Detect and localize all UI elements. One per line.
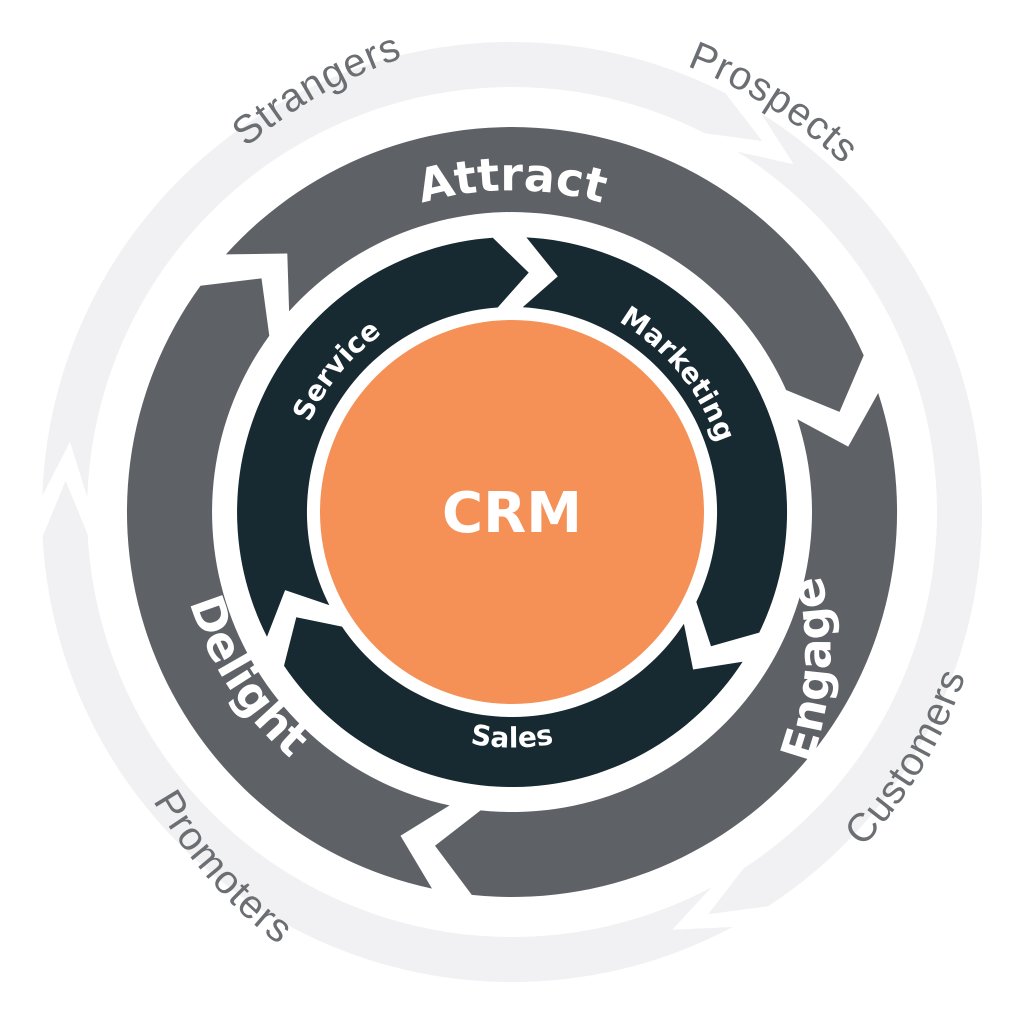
team-segment-marketing — [522, 237, 788, 647]
stage-segment-engage — [435, 393, 898, 898]
outer-ring — [42, 41, 983, 983]
stage-segment-delight — [126, 278, 450, 889]
team-ring — [237, 237, 788, 788]
outer-ring-segment — [42, 480, 733, 983]
outer-ring-segment — [42, 41, 763, 498]
crm-label: CRM — [442, 481, 582, 546]
team-label-sales: Sales — [469, 718, 555, 755]
team-segment-service — [237, 237, 529, 637]
stage-ring — [126, 127, 898, 898]
crm-hub — [310, 310, 714, 714]
team-segment-sales — [284, 617, 743, 788]
outer-ring-segment — [708, 113, 983, 915]
stage-segment-attract — [225, 127, 864, 412]
